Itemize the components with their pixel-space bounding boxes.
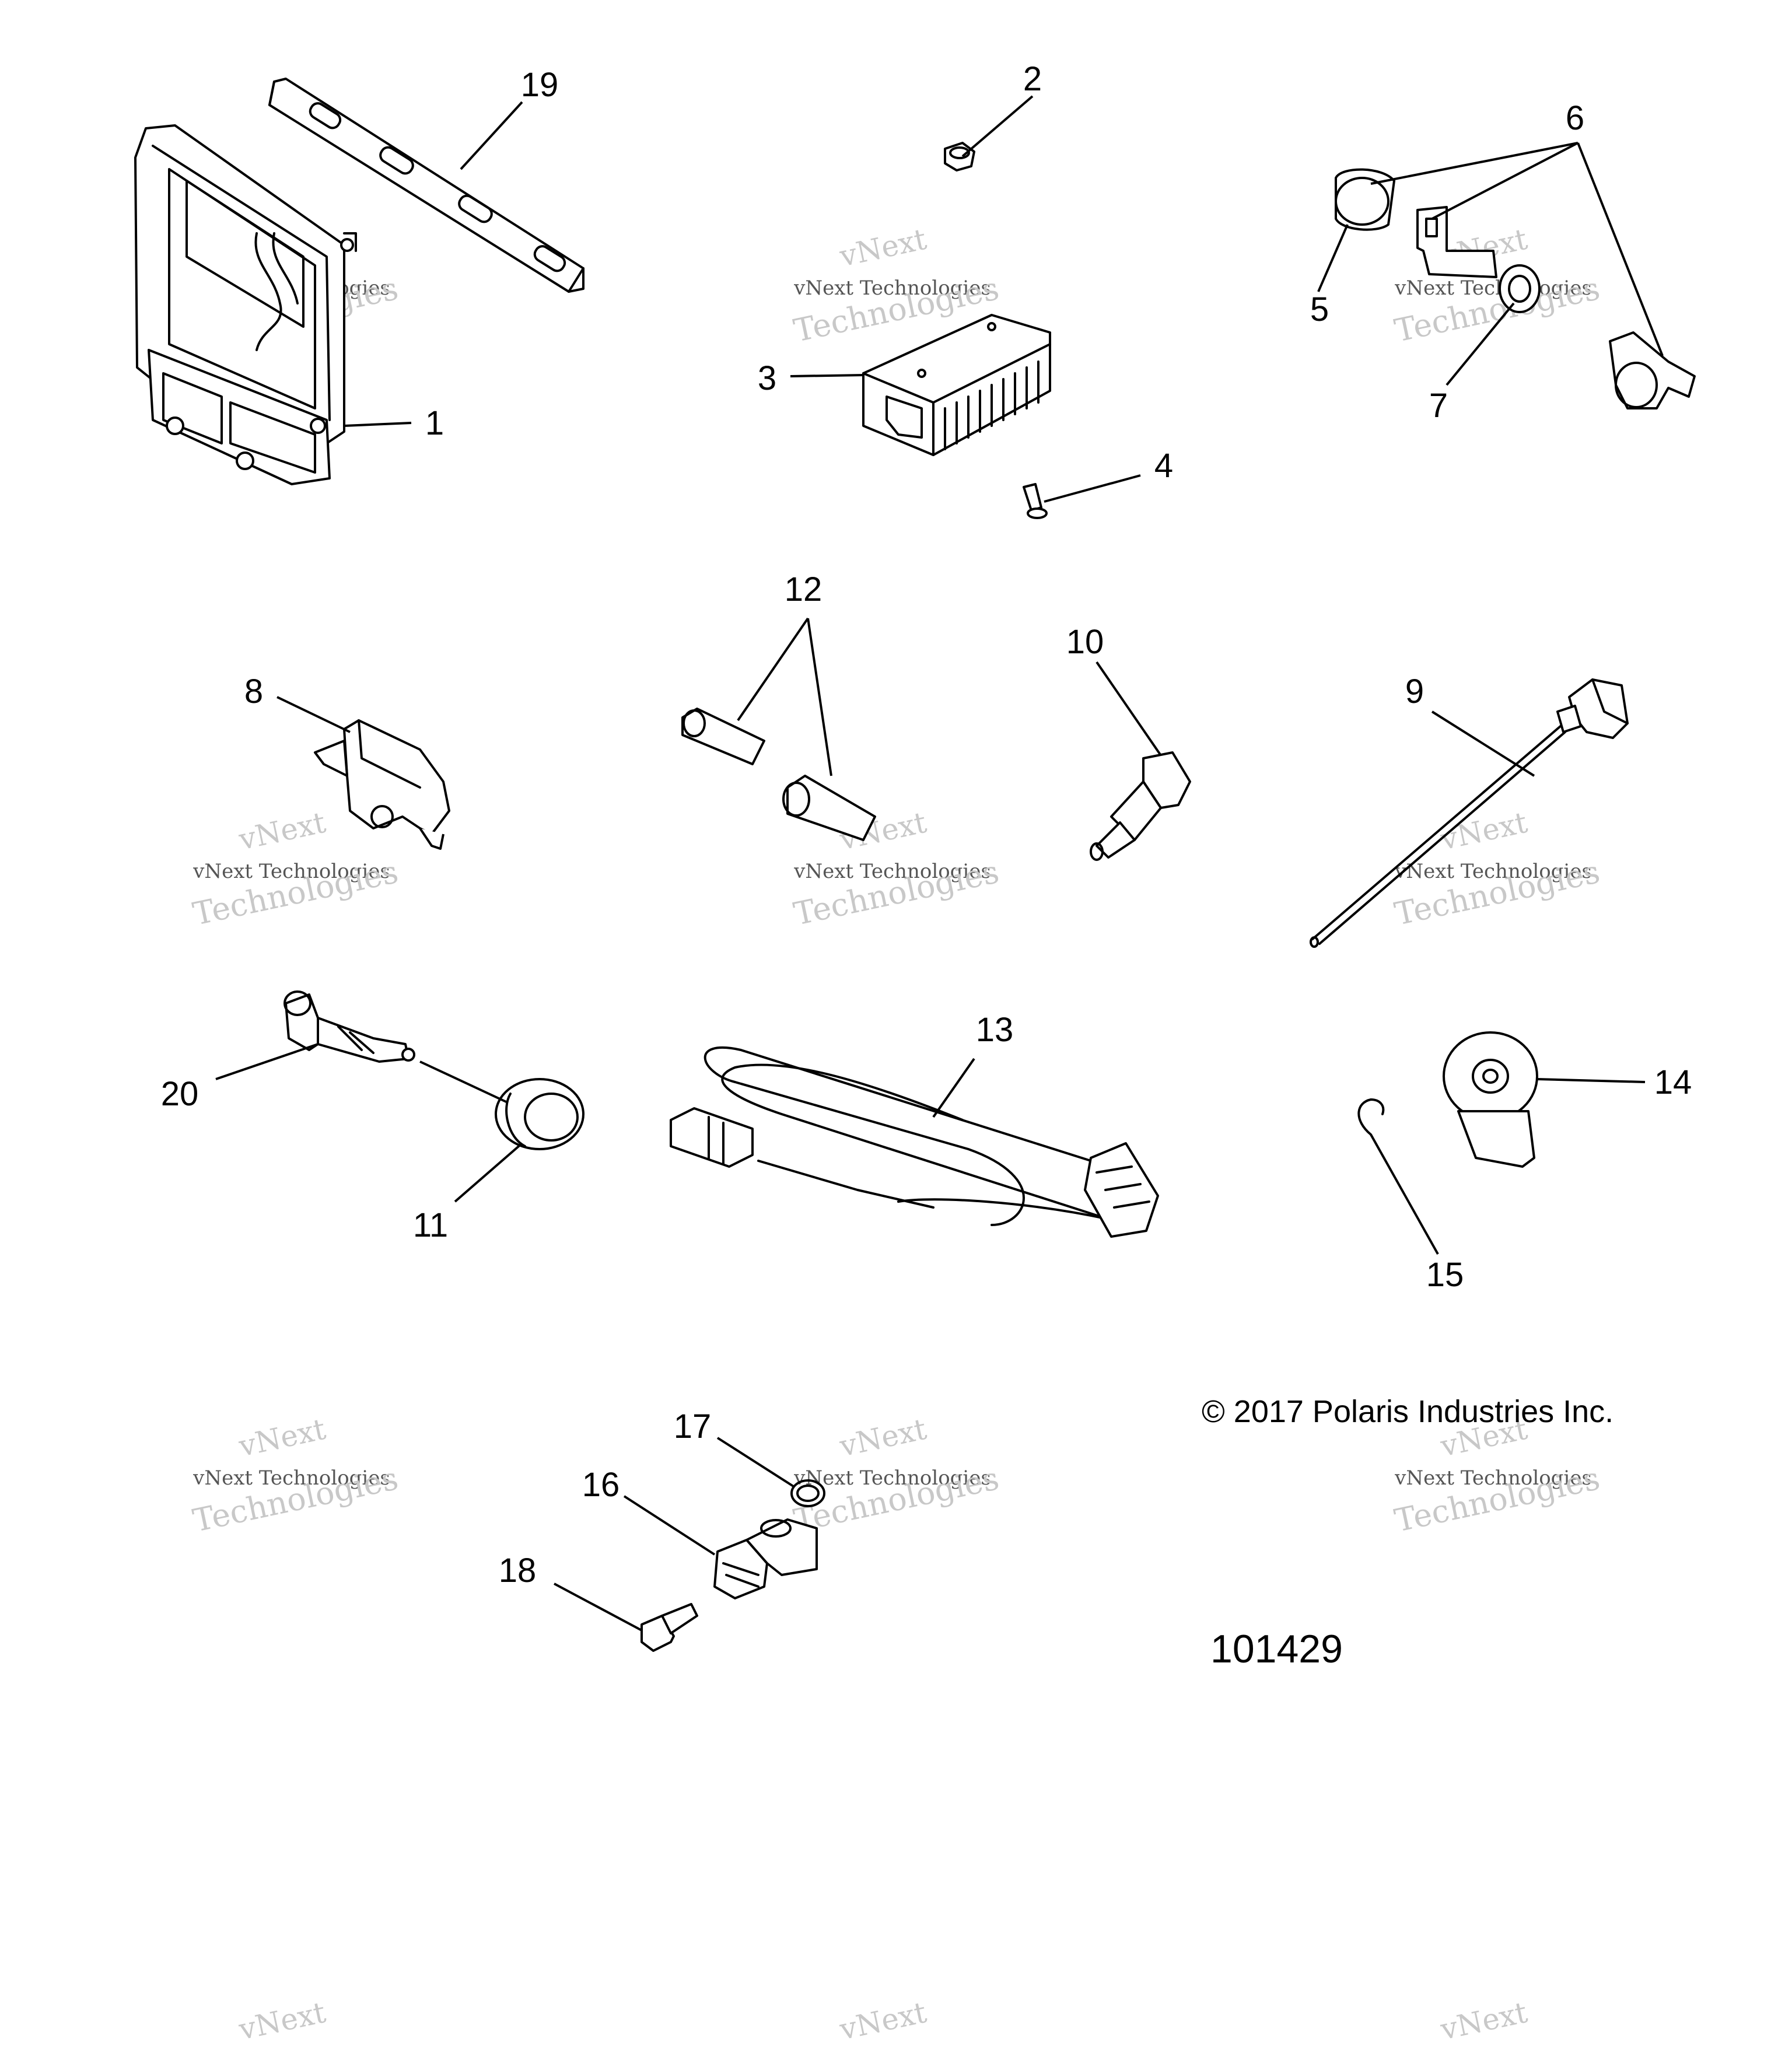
leader-20 xyxy=(215,1043,318,1080)
part-bolt xyxy=(640,1603,698,1652)
leader-1 xyxy=(344,422,412,427)
leader-18 xyxy=(554,1583,642,1632)
part-bracket xyxy=(268,78,584,293)
watermark: vNext vNext Technologies Technologies xyxy=(1391,1412,1603,1539)
watermark-line1: vNext xyxy=(836,1996,930,2047)
leader-14 xyxy=(1536,1078,1646,1083)
watermark-line2: vNext Technologies xyxy=(192,1466,390,1490)
callout-6: 6 xyxy=(1566,99,1584,137)
part-key-sensor xyxy=(1609,331,1696,409)
watermark: vNext vNext Technologies Technologies xyxy=(1391,806,1603,933)
callout-1: 1 xyxy=(425,404,444,442)
leader-2 xyxy=(961,95,1034,157)
watermark-line1: vNext xyxy=(236,806,329,857)
leader-12a xyxy=(737,617,809,722)
callout-19: 19 xyxy=(521,66,559,104)
figure-number: 101429 xyxy=(1210,1627,1343,1671)
watermark: vNext xyxy=(236,1996,329,2047)
watermark-line1: vNext xyxy=(836,1412,930,1464)
callout-20: 20 xyxy=(161,1075,199,1113)
callout-5: 5 xyxy=(1310,290,1329,328)
leader-16 xyxy=(623,1495,716,1556)
watermark: vNext vNext Technologies Technologies xyxy=(790,222,1002,349)
callout-13: 13 xyxy=(976,1011,1014,1049)
part-screw xyxy=(1023,483,1048,519)
part-seal xyxy=(495,1078,584,1150)
watermark: vNext xyxy=(1437,1996,1531,2047)
watermark-line2: vNext Technologies xyxy=(1394,860,1592,883)
watermark-line2: vNext Technologies xyxy=(1394,1466,1592,1490)
callout-10: 10 xyxy=(1066,623,1104,661)
callout-labels: 1 2 3 4 5 6 7 8 9 10 11 12 13 14 15 16 1… xyxy=(161,60,1692,1590)
leader-3 xyxy=(790,374,864,377)
leader-4 xyxy=(1044,474,1141,503)
watermark-line2: vNext Technologies xyxy=(793,860,991,883)
watermark-line2: vNext Technologies xyxy=(793,1466,991,1490)
copyright-text: © 2017 Polaris Industries Inc. xyxy=(1202,1394,1614,1429)
callout-14: 14 xyxy=(1654,1063,1692,1101)
leader-13 xyxy=(932,1058,975,1118)
watermark: vNext xyxy=(836,1996,930,2047)
callout-12: 12 xyxy=(785,570,822,608)
callout-3: 3 xyxy=(758,359,776,397)
leader-6b xyxy=(1432,142,1578,220)
part-sensor-20 xyxy=(284,990,415,1063)
watermark-line1: vNext xyxy=(236,1412,329,1464)
leader-7 xyxy=(1446,302,1515,386)
watermark-group: vNext vNext Technologies Technologies vN… xyxy=(190,222,1603,2047)
watermark-line2: vNext Technologies xyxy=(1394,276,1592,300)
part-nut xyxy=(944,142,975,171)
leader-5 xyxy=(1317,224,1349,292)
leader-19 xyxy=(460,101,523,170)
part-oring xyxy=(790,1479,825,1507)
watermark-line1: vNext xyxy=(1437,1996,1531,2047)
leader-6c xyxy=(1577,142,1664,356)
leader-11b xyxy=(419,1060,508,1104)
watermark-line1: vNext xyxy=(236,1996,329,2047)
callout-8: 8 xyxy=(244,673,263,710)
watermark-line1: vNext xyxy=(836,222,930,274)
leader-15 xyxy=(1370,1134,1439,1255)
callout-9: 9 xyxy=(1405,673,1424,710)
part-elbow-sensor xyxy=(713,1518,818,1599)
part-temp-sensor xyxy=(1090,751,1191,861)
leader-8 xyxy=(276,696,351,733)
leader-6a xyxy=(1370,142,1578,185)
part-speed-sensor xyxy=(1310,678,1629,948)
callout-18: 18 xyxy=(499,1552,537,1590)
part-pins xyxy=(681,708,876,841)
callout-7: 7 xyxy=(1429,387,1448,425)
watermark-line2: vNext Technologies xyxy=(192,860,390,883)
part-ecu xyxy=(134,124,357,485)
leader-17 xyxy=(716,1437,794,1487)
part-grommet xyxy=(1499,264,1541,313)
leader-lines xyxy=(215,95,1664,1632)
callout-17: 17 xyxy=(674,1408,712,1445)
leader-11 xyxy=(454,1142,523,1203)
part-key-tag xyxy=(1416,206,1497,278)
callout-15: 15 xyxy=(1426,1256,1464,1294)
part-cap xyxy=(1335,168,1395,231)
callout-2: 2 xyxy=(1023,60,1042,98)
callout-16: 16 xyxy=(582,1466,620,1504)
callout-11: 11 xyxy=(413,1206,448,1244)
part-harness xyxy=(670,1046,1159,1238)
part-knock-sensor xyxy=(1443,1031,1538,1168)
part-control-module xyxy=(862,314,1051,456)
watermark: vNext vNext Technologies Technologies xyxy=(190,1412,401,1539)
leader-9 xyxy=(1431,710,1535,777)
part-clip xyxy=(1357,1098,1385,1136)
part-map-sensor xyxy=(314,719,450,850)
watermark-line2: vNext Technologies xyxy=(793,276,991,300)
watermark: vNext vNext Technologies Technologies xyxy=(790,1412,1002,1539)
callout-4: 4 xyxy=(1154,447,1173,485)
leader-10 xyxy=(1096,661,1162,757)
leader-12b xyxy=(807,618,832,776)
